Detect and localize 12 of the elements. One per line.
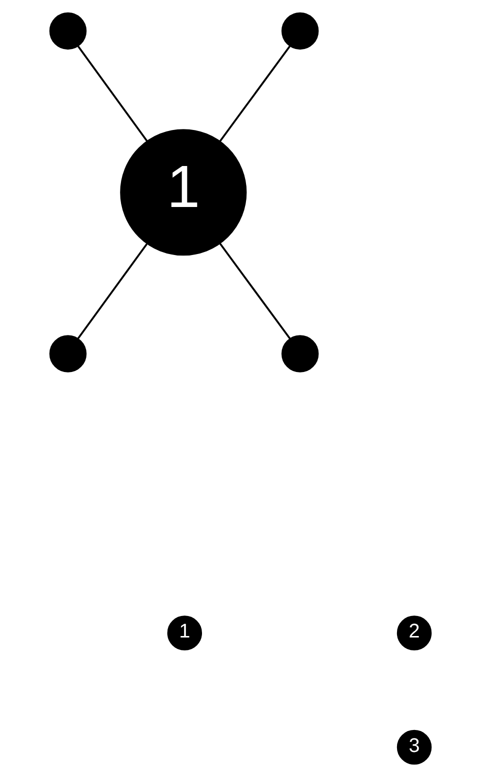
node-circle [280, 335, 318, 372]
node-circle: 1 [166, 616, 202, 650]
connector [76, 243, 148, 340]
connector [218, 242, 290, 340]
node-circle: 3 [396, 730, 432, 765]
node-circle: 2 [396, 616, 432, 650]
node-circle [280, 12, 318, 50]
node-circle [48, 335, 86, 372]
connector [76, 46, 148, 142]
node-circle [48, 12, 86, 50]
connector [218, 46, 290, 142]
node-circle: 1 [120, 129, 246, 256]
